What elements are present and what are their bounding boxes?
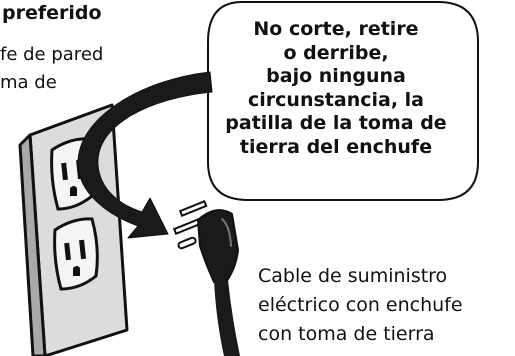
wall-outlet [18, 103, 129, 356]
plug-body [197, 209, 239, 283]
curved-arrow [77, 71, 213, 239]
power-cord [214, 280, 240, 356]
plug-prong-upper [178, 199, 208, 217]
caption-line: Cable de suministro [258, 265, 448, 287]
callout-line: patilla de la toma de [225, 112, 447, 134]
plug-prong-lower [172, 217, 202, 235]
plug-caption: Cable de suministro eléctrico con enchuf… [258, 262, 463, 349]
callout-line: o derribe, [283, 41, 389, 64]
outlet-plate-edge [18, 133, 47, 356]
body-text-line-1: fe de pared [0, 44, 104, 65]
callout-warning-text: No corte, retire o derribe, bajo ninguna… [205, 18, 467, 159]
section-heading: preferido [2, 2, 102, 24]
grounded-plug [172, 199, 240, 356]
lower-receptacle [53, 217, 99, 291]
plug-ground-pin [177, 236, 197, 250]
callout-line: No corte, retire [253, 18, 419, 40]
upper-slot-left [61, 162, 68, 181]
body-text-line-2: ma de [0, 72, 57, 93]
plug-highlight [221, 218, 232, 247]
caption-line: con toma de tierra [258, 323, 435, 345]
callout-line: tierra del enchufe [239, 135, 433, 158]
lower-slot-right [79, 239, 87, 260]
upper-ground-hole [70, 186, 77, 196]
caption-line: eléctrico con enchufe [258, 294, 463, 316]
lower-slot-left [64, 242, 71, 261]
callout-line: bajo ninguna [266, 65, 406, 87]
callout-line: circunstancia, la [248, 88, 424, 111]
callout-bubble [207, 1, 479, 201]
lower-ground-hole [73, 266, 80, 276]
